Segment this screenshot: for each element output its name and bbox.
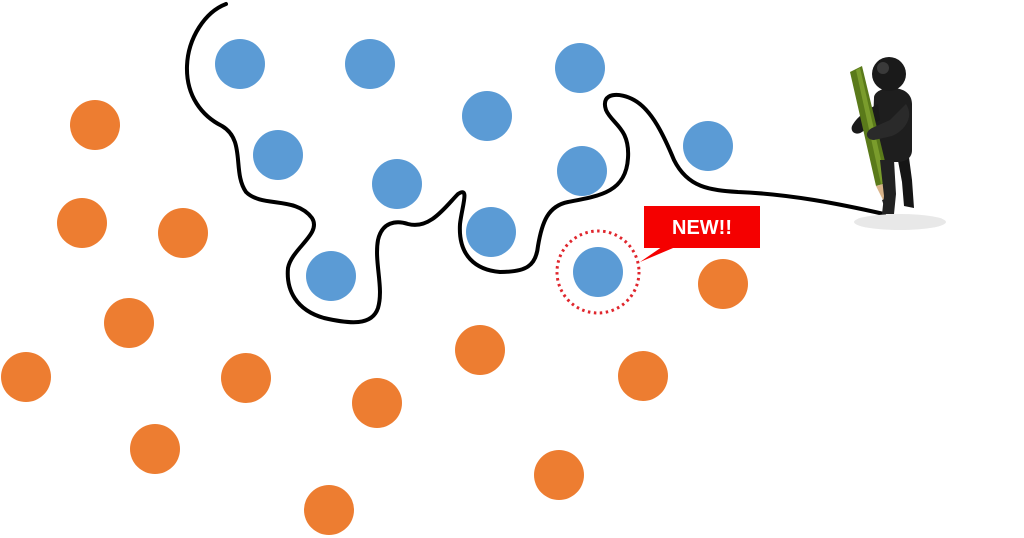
class-b-point (304, 485, 354, 535)
class-a-point (462, 91, 512, 141)
figure-shadow (854, 214, 946, 230)
figure-front-arm (866, 104, 910, 140)
class-a-point (306, 251, 356, 301)
figure-head (872, 57, 906, 91)
figure-leg (896, 150, 914, 208)
class-b-point (70, 100, 120, 150)
class-a-point (683, 121, 733, 171)
new-point-highlight-ring (555, 229, 641, 315)
class-b-point (221, 353, 271, 403)
class-a-point (345, 39, 395, 89)
class-b-points (1, 100, 748, 535)
class-a-point (215, 39, 265, 89)
class-a-point (555, 43, 605, 93)
person-drawing-with-pencil-icon (850, 57, 946, 230)
class-a-point (253, 130, 303, 180)
class-b-point (352, 378, 402, 428)
callout-label: NEW!! (672, 217, 732, 239)
class-b-point (618, 351, 668, 401)
pencil-stripe (856, 68, 886, 184)
class-b-point (1, 352, 51, 402)
class-b-point (57, 198, 107, 248)
decision-boundary-line (184, 2, 886, 325)
class-b-point (130, 424, 180, 474)
class-a-point (372, 159, 422, 209)
class-b-point (104, 298, 154, 348)
callout-box (644, 206, 760, 248)
figure-head-highlight (877, 62, 889, 74)
class-b-point (534, 450, 584, 500)
new-callout: NEW!! (640, 206, 760, 262)
new-data-point (555, 229, 641, 315)
class-a-point (557, 146, 607, 196)
class-b-point (698, 259, 748, 309)
class-a-points (215, 39, 733, 301)
class-a-point (466, 207, 516, 257)
figure-front-leg (880, 160, 896, 214)
class-b-point (158, 208, 208, 258)
new-point (573, 247, 623, 297)
class-b-point (455, 325, 505, 375)
